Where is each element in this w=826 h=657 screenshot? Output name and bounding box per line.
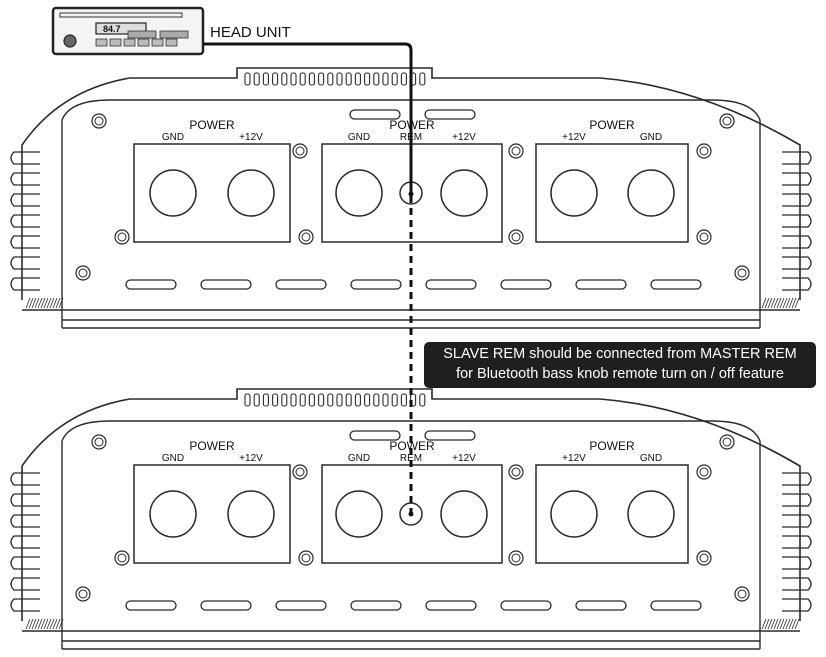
terminal-label-a: +12V xyxy=(562,453,586,464)
screw xyxy=(91,434,107,450)
terminal-label-b: GND xyxy=(640,132,662,143)
terminal-title: POWER xyxy=(189,118,235,132)
terminal-title: POWER xyxy=(189,439,235,453)
screw xyxy=(508,229,524,245)
master-rem-joint xyxy=(408,191,414,197)
terminal-post xyxy=(335,169,383,217)
head-unit-label: HEAD UNIT xyxy=(210,24,291,41)
bottom-slot xyxy=(500,279,552,290)
terminal-title: POWER xyxy=(589,439,635,453)
bottom-slot xyxy=(200,600,252,611)
screw xyxy=(696,464,712,480)
bottom-slot xyxy=(275,600,327,611)
terminal-label-b: +12V xyxy=(239,453,263,464)
top-slot xyxy=(349,109,401,120)
slave-rem-note: SLAVE REM should be connected from MASTE… xyxy=(424,342,816,388)
screw xyxy=(719,113,735,129)
bottom-slot xyxy=(200,279,252,290)
bottom-slot xyxy=(575,600,627,611)
bottom-slot xyxy=(275,279,327,290)
screw xyxy=(298,550,314,566)
screw xyxy=(114,550,130,566)
screw xyxy=(734,586,750,602)
remote-wire-solid xyxy=(203,42,413,194)
note-line-2: for Bluetooth bass knob remote turn on /… xyxy=(456,366,784,382)
bottom-slot xyxy=(125,279,177,290)
bottom-slot xyxy=(425,600,477,611)
screw xyxy=(734,265,750,281)
bottom-slot xyxy=(650,279,702,290)
bottom-slot xyxy=(125,600,177,611)
head-unit-display: 84.7 xyxy=(103,24,121,34)
bottom-slot xyxy=(425,279,477,290)
bottom-slot xyxy=(575,279,627,290)
terminal-label-a: GND xyxy=(162,453,184,464)
terminal-post xyxy=(627,490,675,538)
terminal-label-b: +12V xyxy=(239,132,263,143)
top-slot xyxy=(424,109,476,120)
terminal-label-a: +12V xyxy=(562,132,586,143)
screw xyxy=(696,550,712,566)
terminal-label-rem: REM xyxy=(400,453,422,464)
slave-rem-joint xyxy=(408,511,414,517)
bottom-slot xyxy=(350,279,402,290)
terminal-post xyxy=(550,490,598,538)
terminal-label-b: +12V xyxy=(452,132,476,143)
head-unit: 84.7 xyxy=(51,6,205,56)
screw xyxy=(696,229,712,245)
terminal-post xyxy=(227,169,275,217)
power-terminal-left: POWER GND +12V xyxy=(133,118,291,243)
terminal-post xyxy=(627,169,675,217)
bottom-slot xyxy=(350,600,402,611)
screw xyxy=(696,143,712,159)
screw xyxy=(75,265,91,281)
terminal-post xyxy=(440,490,488,538)
bottom-slot xyxy=(500,600,552,611)
screw xyxy=(508,464,524,480)
terminal-label-a: GND xyxy=(348,132,370,143)
terminal-label-b: GND xyxy=(640,453,662,464)
heatsink-fins xyxy=(10,151,812,309)
terminal-label-a: GND xyxy=(348,453,370,464)
terminal-label-a: GND xyxy=(162,132,184,143)
power-terminal-right: POWER+12V GND xyxy=(535,118,689,243)
screw xyxy=(298,229,314,245)
screw xyxy=(75,586,91,602)
terminal-label-b: +12V xyxy=(452,453,476,464)
power-terminal-right: POWER+12V GND xyxy=(535,439,689,564)
screw xyxy=(719,434,735,450)
top-slot xyxy=(424,430,476,441)
screw xyxy=(508,143,524,159)
terminal-post xyxy=(227,490,275,538)
terminal-title: POWER xyxy=(389,439,435,453)
terminal-post xyxy=(440,169,488,217)
terminal-post xyxy=(149,169,197,217)
heatsink-fins xyxy=(10,472,812,630)
top-slot xyxy=(349,430,401,441)
screw xyxy=(91,113,107,129)
terminal-post xyxy=(149,490,197,538)
screw xyxy=(114,229,130,245)
screw xyxy=(508,550,524,566)
terminal-post xyxy=(550,169,598,217)
screw xyxy=(292,143,308,159)
terminal-post xyxy=(335,490,383,538)
power-terminal-left: POWER GND +12V xyxy=(133,439,291,564)
note-line-1: SLAVE REM should be connected from MASTE… xyxy=(443,346,797,362)
screw xyxy=(292,464,308,480)
head-unit-knob xyxy=(63,34,77,48)
bottom-slot xyxy=(650,600,702,611)
terminal-title: POWER xyxy=(589,118,635,132)
